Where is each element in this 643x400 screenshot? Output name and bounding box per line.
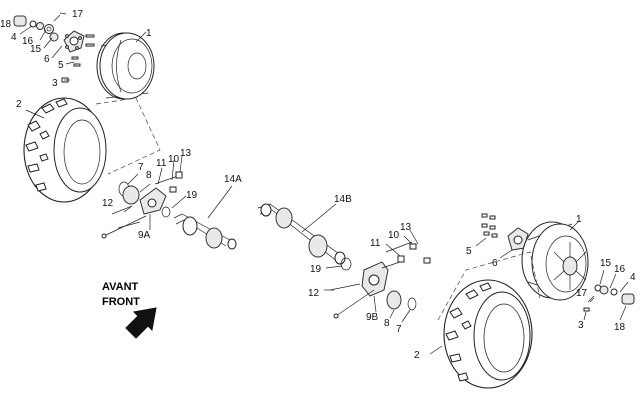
callout-4-left: 4 <box>11 32 17 43</box>
callout-11-right: 11 <box>370 238 381 249</box>
direction-label-front: FRONT <box>102 296 140 308</box>
right-hub-small-parts <box>583 284 635 312</box>
callout-19-right: 19 <box>310 264 322 275</box>
leader-lines <box>19 12 629 355</box>
callout-2-left: 2 <box>16 99 22 110</box>
right-rim <box>521 221 589 301</box>
right-knuckle-group <box>329 241 431 319</box>
callout-2-right: 2 <box>414 350 420 361</box>
callout-10-right: 10 <box>388 230 400 241</box>
callout-18-right: 18 <box>614 322 626 333</box>
callout-10-left: 10 <box>168 154 180 165</box>
callout-11-left: 11 <box>156 158 167 169</box>
callout-9b: 9B <box>366 312 379 323</box>
callout-15-left: 15 <box>30 44 42 55</box>
callout-8-left: 8 <box>146 170 152 181</box>
callout-13-right: 13 <box>400 222 412 233</box>
callout-labels: 1 2 3 4 5 6 15 16 17 18 7 8 9A 10 11 12 … <box>0 9 636 361</box>
callout-16-left: 16 <box>22 36 34 47</box>
callout-7-left: 7 <box>138 162 144 173</box>
callout-17-right: 17 <box>576 288 588 299</box>
callout-5-left: 5 <box>58 60 64 71</box>
callout-6-left: 6 <box>44 54 50 65</box>
direction-label-avant: AVANT <box>102 281 139 293</box>
callout-5-right: 5 <box>466 246 472 257</box>
callout-7-right: 7 <box>396 324 402 335</box>
callout-3-left: 3 <box>52 78 58 89</box>
callout-19-left: 19 <box>186 190 198 201</box>
callout-14b: 14B <box>334 194 352 205</box>
callout-18-left: 18 <box>0 19 12 30</box>
callout-15-right: 15 <box>600 258 612 269</box>
left-hub <box>63 30 95 67</box>
left-wheel-axis <box>95 97 161 175</box>
callout-4-right: 4 <box>630 272 636 283</box>
callout-9a: 9A <box>138 230 151 241</box>
left-tire <box>23 97 107 203</box>
callout-12-left: 12 <box>102 198 114 209</box>
left-rim <box>96 32 155 100</box>
front-arrow-icon <box>125 307 157 339</box>
left-drive-axle <box>173 213 237 250</box>
callout-17-left: 17 <box>72 9 84 20</box>
callout-1-right: 1 <box>576 214 582 225</box>
right-drive-axle <box>257 203 346 265</box>
callout-12-right: 12 <box>308 288 320 299</box>
left-knuckle-group <box>101 171 183 239</box>
callout-14a: 14A <box>224 174 242 185</box>
callout-13-left: 13 <box>180 148 192 159</box>
callout-6-right: 6 <box>492 258 498 269</box>
right-hub <box>481 213 529 251</box>
callout-16-right: 16 <box>614 264 626 275</box>
right-wheel-axis <box>437 251 541 321</box>
callout-8-right: 8 <box>384 318 390 329</box>
callout-3-right: 3 <box>578 320 584 331</box>
right-tire <box>443 279 533 389</box>
callout-1-left: 1 <box>146 28 152 39</box>
